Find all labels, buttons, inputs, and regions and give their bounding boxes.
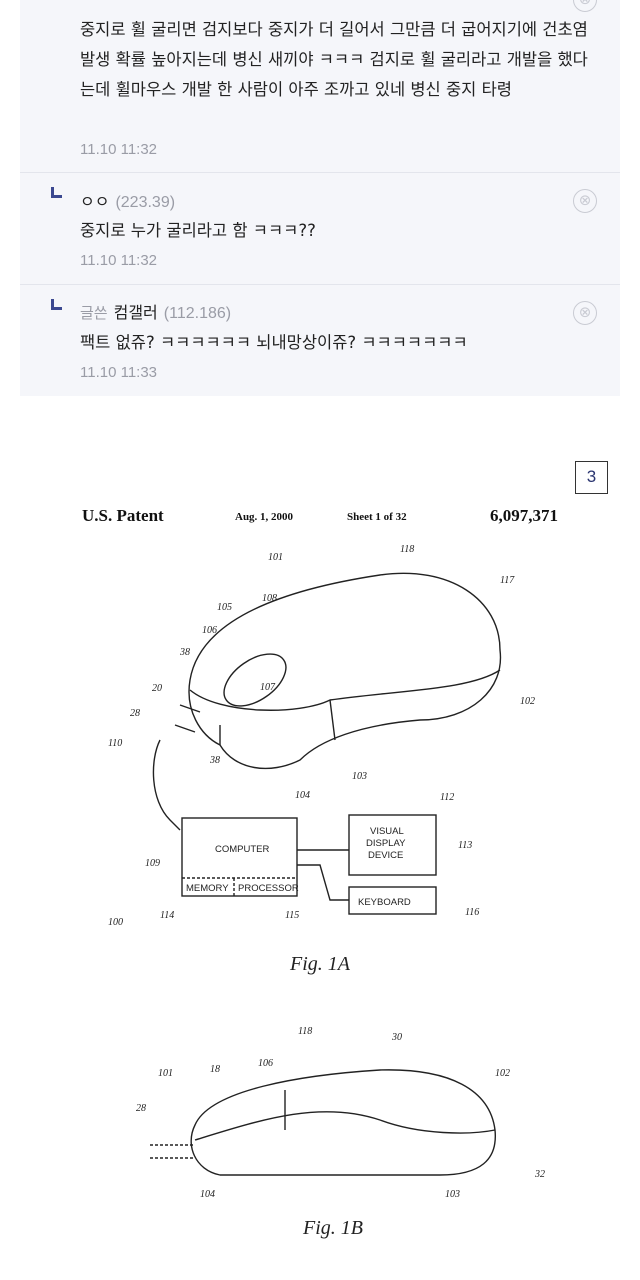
patent-date: Aug. 1, 2000 — [235, 511, 294, 523]
label-memory: MEMORY — [186, 883, 229, 894]
ref-number: 116 — [465, 907, 479, 918]
label-device: DEVICE — [368, 850, 403, 861]
author-nick[interactable]: 컴갤러 — [113, 303, 158, 322]
comment-time: 11.10 11:32 — [80, 141, 158, 158]
ref-number: 107 — [260, 682, 276, 693]
ref-number: 104 — [295, 790, 310, 801]
comment-author: ㅇㅇ (223.39) — [80, 188, 175, 212]
reply-comment: 글쓴 컴갤러 (112.186) ⊗ 팩트 없쥬? ㅋㅋㅋㅋㅋㅋ 뇌내망상이쥬? ㅋ… — [20, 285, 620, 396]
reply-arrow-icon — [51, 187, 62, 198]
ref-number: 100 — [108, 917, 123, 928]
ref-number: 112 — [440, 792, 454, 803]
comment-text: 중지로 누가 굴리라고 함 ㅋㅋㅋ?? — [80, 221, 316, 240]
comment-author: 글쓴 컴갤러 (112.186) — [80, 299, 231, 323]
patent-sheet: Sheet 1 of 32 — [347, 511, 407, 523]
ref-number: 28 — [130, 708, 140, 719]
author-ip: (112.186) — [163, 305, 232, 322]
ref-number: 109 — [145, 858, 160, 869]
fig-1a-caption: Fig. 1A — [289, 953, 351, 975]
reply-comment: ㅇㅇ (223.39) ⊗ 중지로 누가 굴리라고 함 ㅋㅋㅋ?? 11.10 1… — [20, 173, 620, 285]
ref-number: 32 — [534, 1169, 545, 1180]
ref-number: 38 — [179, 647, 190, 658]
label-processor: PROCESSOR — [238, 883, 299, 894]
ref-number: 118 — [400, 544, 414, 555]
label-visual: VISUAL — [370, 826, 404, 837]
ref-number: 103 — [445, 1189, 460, 1200]
patent-drawing: COMPUTER MEMORY PROCESSOR VISUAL DISPLAY… — [108, 544, 545, 1239]
mouse-1b-drawing — [150, 1069, 496, 1176]
label-computer: COMPUTER — [215, 844, 270, 855]
ref-number: 102 — [520, 696, 535, 707]
ref-number: 103 — [352, 771, 367, 782]
comment-text: 팩트 없쥬? ㅋㅋㅋㅋㅋㅋ 뇌내망상이쥬? ㅋㅋㅋㅋㅋㅋㅋ — [80, 333, 468, 352]
ref-number: 114 — [160, 910, 174, 921]
ref-number: 117 — [500, 575, 515, 586]
comment-time: 11.10 11:33 — [80, 364, 158, 381]
delete-icon[interactable]: ⊗ — [573, 189, 597, 213]
comment-time: 11.10 11:32 — [80, 252, 158, 269]
fig-1a-reference-numbers: 101 118 117 105 108 106 38 20 28 107 102… — [108, 544, 535, 928]
ref-number: 106 — [258, 1058, 273, 1069]
ref-number: 18 — [210, 1064, 220, 1075]
ref-number: 118 — [298, 1026, 312, 1037]
delete-icon[interactable]: ⊗ — [573, 301, 597, 325]
author-nick[interactable]: ㅇㅇ — [80, 192, 110, 211]
ref-number: 101 — [158, 1068, 173, 1079]
writer-tag: 글쓴 — [80, 304, 108, 322]
comment-panel: ⊗ 중지로 휠 굴리면 검지보다 중지가 더 길어서 그만큼 더 굽어지기에 건… — [20, 0, 620, 396]
ref-number: 113 — [458, 840, 472, 851]
reply-arrow-icon — [51, 299, 62, 310]
ref-number: 108 — [262, 593, 277, 604]
fig-1b-reference-numbers: 118 30 101 18 106 102 28 104 103 32 — [136, 1026, 545, 1200]
patent-number: 6,097,371 — [490, 506, 558, 525]
patent-title: U.S. Patent — [82, 506, 164, 525]
ref-number: 101 — [268, 552, 283, 563]
label-keyboard: KEYBOARD — [358, 897, 411, 908]
ref-number: 115 — [285, 910, 299, 921]
fig-1b-caption: Fig. 1B — [302, 1217, 363, 1239]
author-ip: (223.39) — [115, 194, 176, 211]
comment: ⊗ 중지로 휠 굴리면 검지보다 중지가 더 길어서 그만큼 더 굽어지기에 건… — [20, 0, 620, 173]
ref-number: 20 — [152, 683, 162, 694]
mouse-1a-drawing — [152, 572, 502, 915]
ref-number: 106 — [202, 625, 217, 636]
ref-number: 110 — [108, 738, 122, 749]
ref-number: 104 — [200, 1189, 215, 1200]
ref-number: 30 — [391, 1032, 402, 1043]
ref-number: 105 — [217, 602, 232, 613]
label-display: DISPLAY — [366, 838, 406, 849]
comment-text: 중지로 휠 굴리면 검지보다 중지가 더 길어서 그만큼 더 굽어지기에 건초염… — [80, 20, 588, 99]
image-number-badge: 3 — [575, 461, 608, 494]
ref-number: 38 — [209, 755, 220, 766]
ref-number: 28 — [136, 1103, 146, 1114]
delete-icon[interactable]: ⊗ — [573, 0, 597, 12]
ref-number: 102 — [495, 1068, 510, 1079]
